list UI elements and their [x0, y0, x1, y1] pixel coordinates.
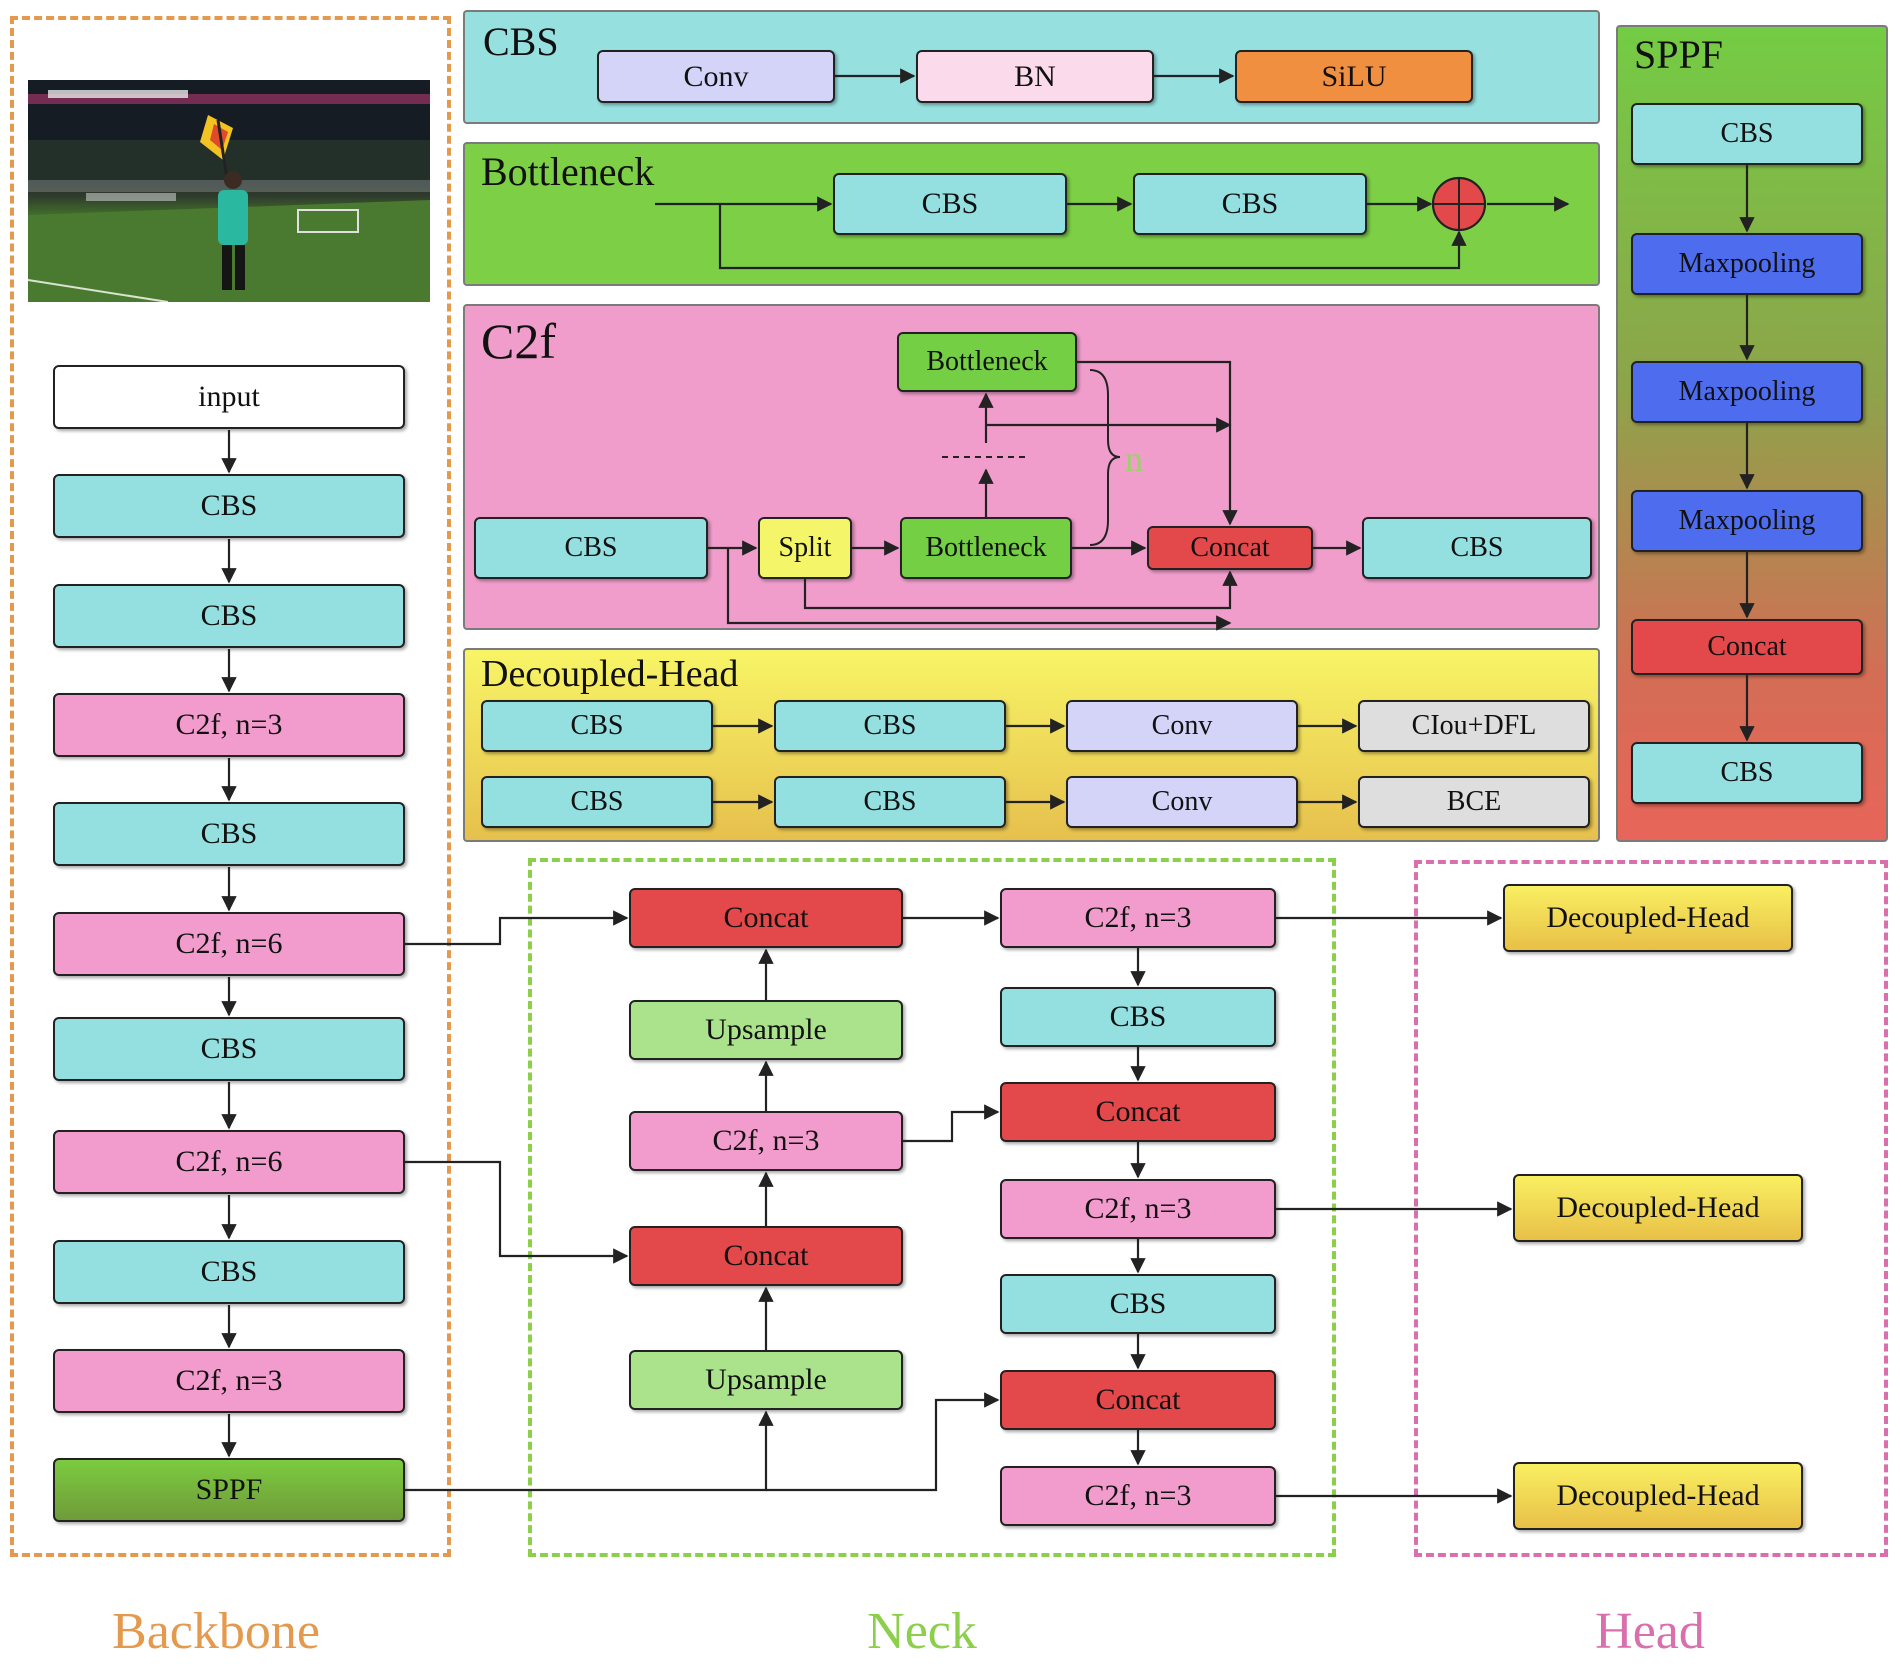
neck-right-concat-1: Concat: [1000, 1082, 1276, 1142]
decoupled-head-module-title: Decoupled-Head: [481, 653, 739, 695]
input-sample-image: [28, 80, 430, 302]
head-decoupled-1: Decoupled-Head: [1503, 884, 1793, 952]
neck-label: Neck: [867, 1603, 977, 1660]
c2f-module-bottleneck-top: Bottleneck: [897, 332, 1077, 392]
backbone-cbs-5: CBS: [53, 1240, 405, 1304]
c2f-module-concat: Concat: [1147, 526, 1313, 570]
dh-row1-conv: Conv: [1066, 700, 1298, 752]
bottleneck-module-title: Bottleneck: [481, 149, 655, 194]
dh-row1-ciou-dfl: CIou+DFL: [1358, 700, 1590, 752]
backbone-c2f-n6-a: C2f, n=6: [53, 912, 405, 976]
neck-frame: [528, 858, 1336, 1557]
neck-left-upsample-2: Upsample: [629, 1350, 903, 1410]
c2f-module-bottleneck-bottom: Bottleneck: [900, 517, 1072, 579]
sppf-module-title: SPPF: [1634, 32, 1723, 77]
c2f-module-split: Split: [758, 517, 852, 579]
head-decoupled-3: Decoupled-Head: [1513, 1462, 1803, 1530]
backbone-c2f-n3: C2f, n=3: [53, 693, 405, 757]
sppf-module-maxpool-1: Maxpooling: [1631, 233, 1863, 295]
backbone-frame: [10, 16, 451, 1557]
backbone-cbs-3: CBS: [53, 802, 405, 866]
backbone-input: input: [53, 365, 405, 429]
c2f-module-cbs-out: CBS: [1362, 517, 1592, 579]
backbone-label: Backbone: [112, 1603, 320, 1660]
bottleneck-module-cbs-1: CBS: [833, 173, 1067, 235]
sppf-module-concat: Concat: [1631, 619, 1863, 675]
cbs-module-silu: SiLU: [1235, 50, 1473, 103]
backbone-c2f-n6-b: C2f, n=6: [53, 1130, 405, 1194]
c2f-module-title: C2f: [481, 313, 556, 369]
dh-row1-cbs-1: CBS: [481, 700, 713, 752]
dh-row1-cbs-2: CBS: [774, 700, 1006, 752]
neck-right-c2f-2: C2f, n=3: [1000, 1179, 1276, 1239]
head-decoupled-2: Decoupled-Head: [1513, 1174, 1803, 1242]
neck-left-upsample-1: Upsample: [629, 1000, 903, 1060]
cbs-module-title: CBS: [483, 19, 559, 64]
backbone-cbs-2: CBS: [53, 584, 405, 648]
neck-right-cbs-1: CBS: [1000, 987, 1276, 1047]
sppf-module-cbs-out: CBS: [1631, 742, 1863, 804]
neck-left-concat-2: Concat: [629, 1226, 903, 1286]
dh-row2-cbs-2: CBS: [774, 776, 1006, 828]
sppf-module-cbs-in: CBS: [1631, 103, 1863, 165]
dh-row2-bce: BCE: [1358, 776, 1590, 828]
neck-right-cbs-2: CBS: [1000, 1274, 1276, 1334]
backbone-sppf: SPPF: [53, 1458, 405, 1522]
neck-right-c2f-1: C2f, n=3: [1000, 888, 1276, 948]
head-label: Head: [1595, 1603, 1705, 1660]
dh-row2-conv: Conv: [1066, 776, 1298, 828]
cbs-module-conv: Conv: [597, 50, 835, 103]
neck-left-c2f: C2f, n=3: [629, 1111, 903, 1171]
neck-right-concat-2: Concat: [1000, 1370, 1276, 1430]
neck-left-concat-1: Concat: [629, 888, 903, 948]
c2f-repeat-label: n: [1125, 439, 1143, 479]
bottleneck-module-cbs-2: CBS: [1133, 173, 1367, 235]
backbone-cbs-1: CBS: [53, 474, 405, 538]
sppf-module-maxpool-2: Maxpooling: [1631, 361, 1863, 423]
backbone-cbs-4: CBS: [53, 1017, 405, 1081]
backbone-c2f-n3-b: C2f, n=3: [53, 1349, 405, 1413]
neck-right-c2f-3: C2f, n=3: [1000, 1466, 1276, 1526]
dh-row2-cbs-1: CBS: [481, 776, 713, 828]
c2f-module-cbs-in: CBS: [474, 517, 708, 579]
cbs-module-bn: BN: [916, 50, 1154, 103]
sppf-module-maxpool-3: Maxpooling: [1631, 490, 1863, 552]
